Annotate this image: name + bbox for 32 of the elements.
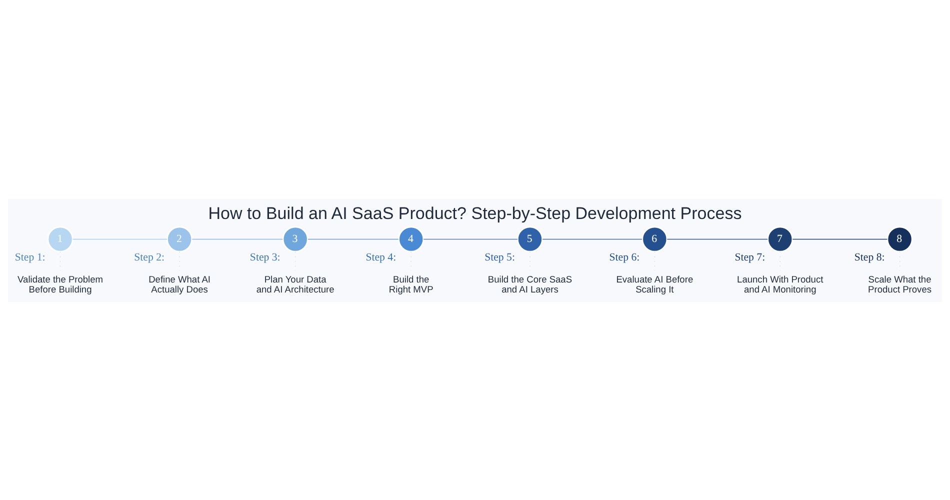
node-circle: 6 — [642, 226, 668, 252]
connector — [192, 238, 284, 240]
node-circle: 7 — [766, 226, 794, 252]
connector — [542, 238, 642, 240]
node-text: Build the Right MVP — [388, 274, 434, 294]
node-circle: 8 — [886, 226, 913, 252]
node-text: Evaluate AI Before Scaling It — [616, 274, 694, 294]
node-text: Define What AI Actually Does — [148, 274, 211, 294]
connector — [423, 238, 518, 240]
node-text: Validate the Problem Before Building — [18, 274, 104, 294]
node-label: Step 2: — [134, 250, 165, 263]
connector — [72, 238, 168, 240]
connector — [308, 238, 399, 240]
connector — [792, 238, 888, 240]
node-text: Scale What the Product Proves — [868, 274, 932, 294]
node-circle: 3 — [282, 226, 308, 252]
node-circle: 1 — [47, 226, 74, 252]
connector — [666, 238, 768, 240]
node-text: Launch With Product and AI Monitoring — [737, 274, 824, 294]
node-label: Step 6: — [609, 250, 640, 263]
node-circle: 4 — [398, 226, 424, 252]
node-label: Step 5: — [484, 250, 515, 263]
diagram-title: How to Build an AI SaaS Product? Step-by-Step Development Process — [208, 203, 742, 222]
node-label: Step 3: — [250, 250, 280, 263]
node-label: Step 7: — [734, 250, 766, 263]
node-text: Build the Core SaaS and AI Layers — [488, 274, 572, 294]
node-circle: 2 — [166, 226, 193, 252]
node-label: Step 4: — [366, 250, 396, 263]
node-label: Step 8: — [854, 250, 885, 263]
node-text: Plan Your Data and AI Architecture — [256, 274, 334, 294]
node-label: Step 1: — [14, 250, 46, 263]
node-circle: 5 — [516, 226, 544, 252]
